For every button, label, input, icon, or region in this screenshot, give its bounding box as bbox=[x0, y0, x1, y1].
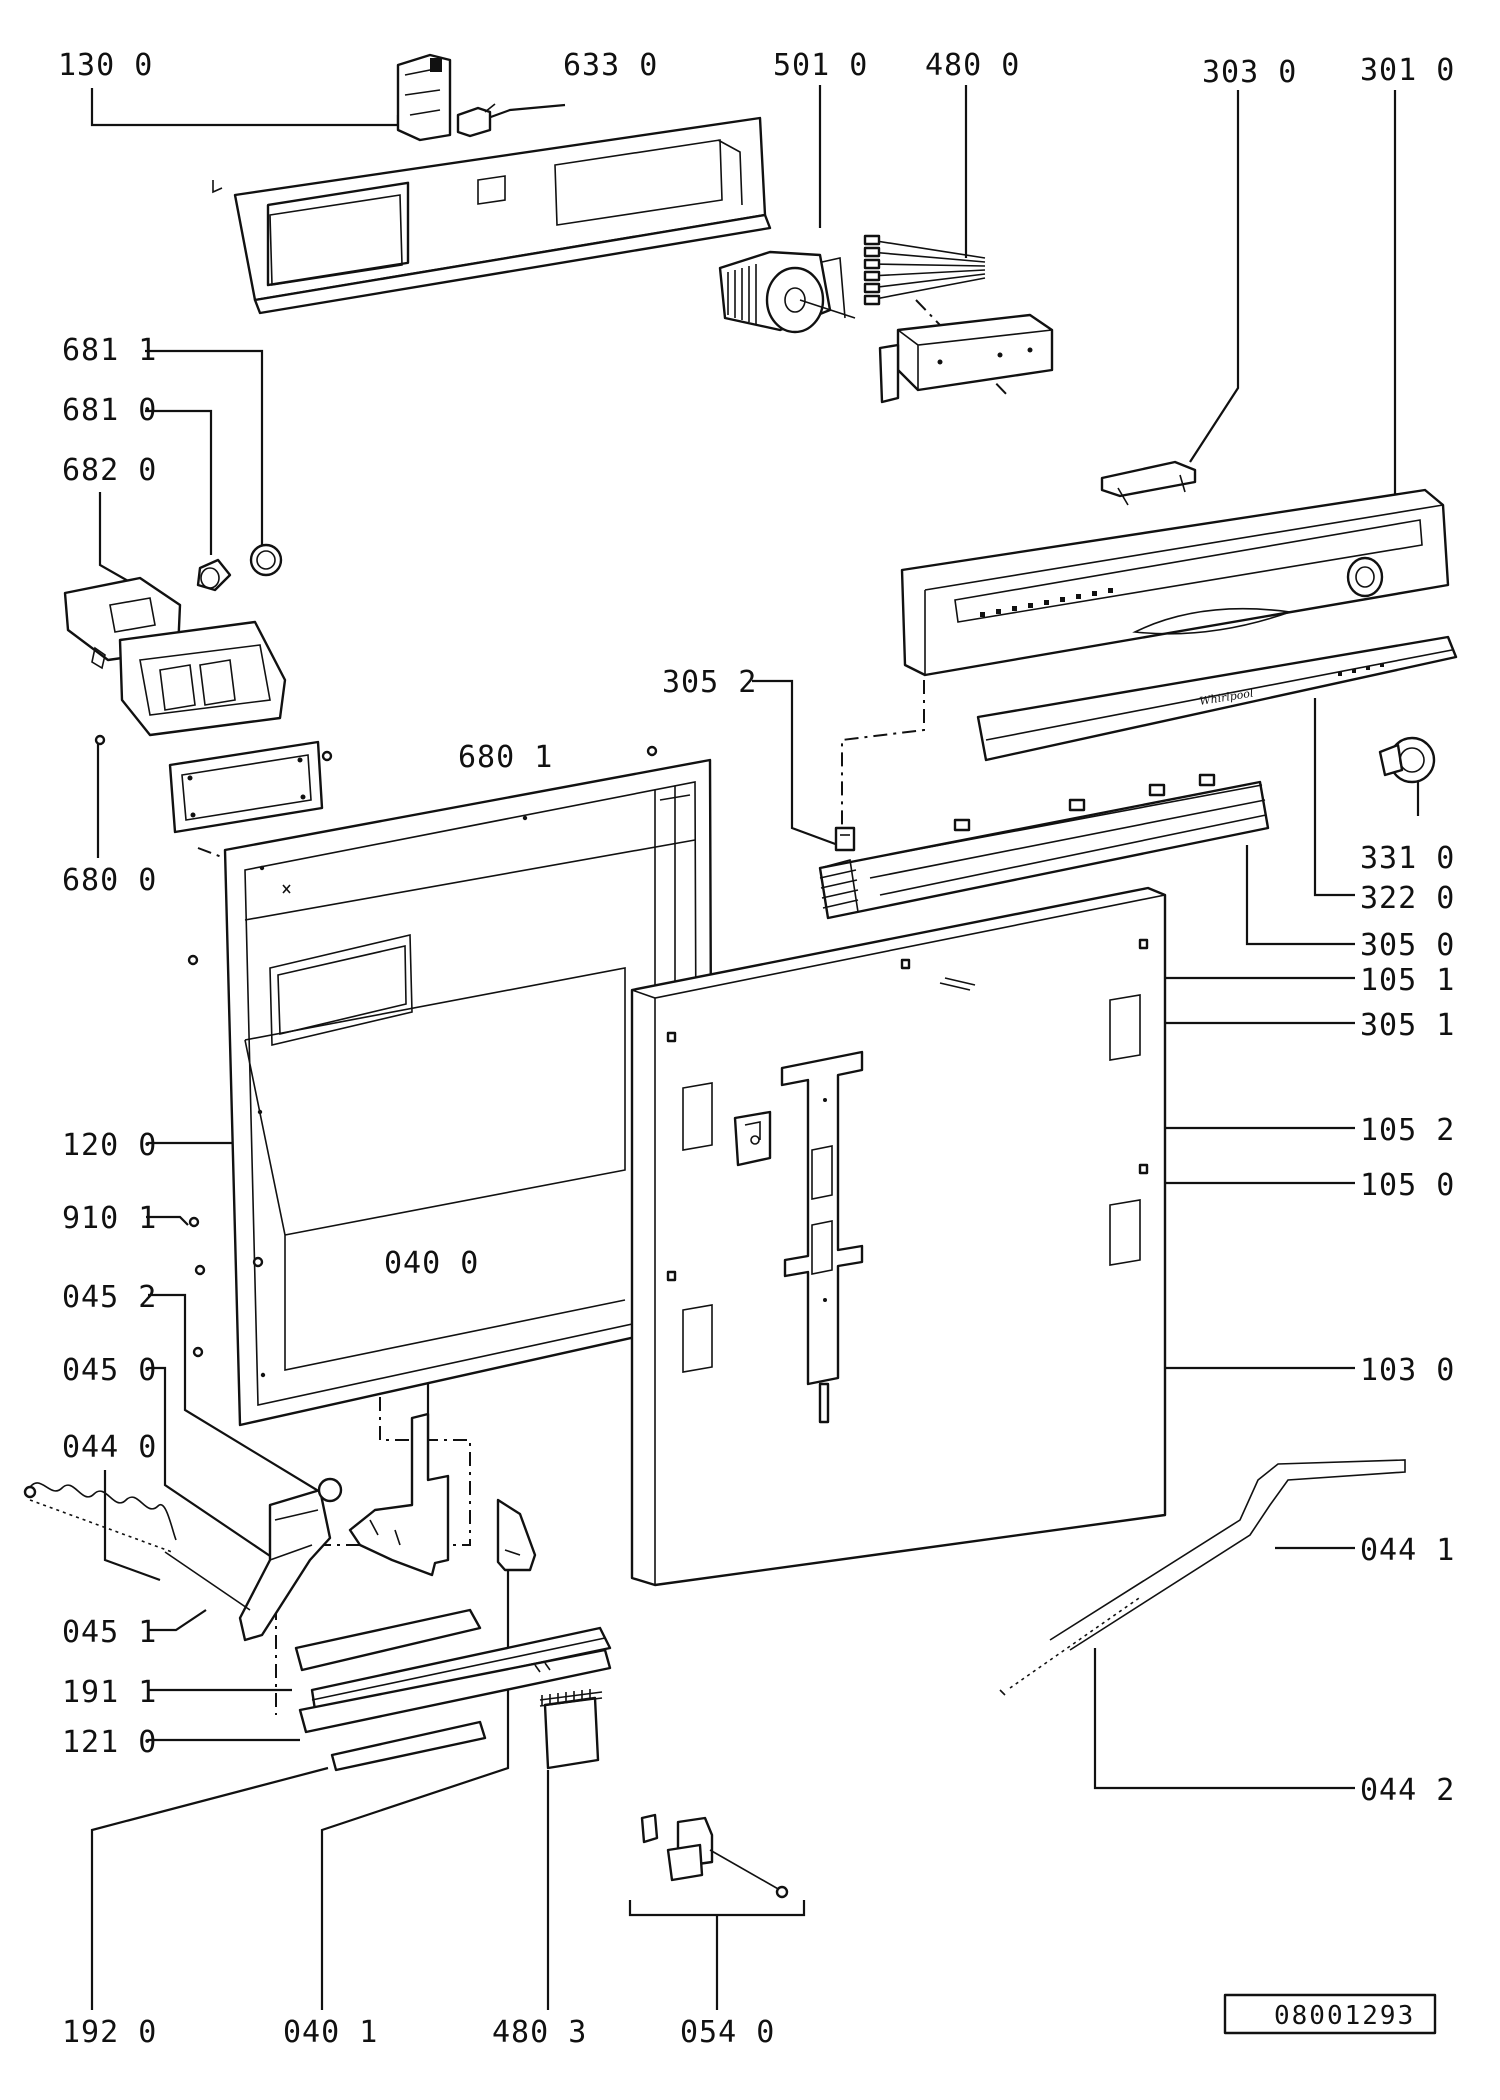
part-501-motor bbox=[718, 250, 856, 334]
label-105-2: 105 2 bbox=[1360, 1113, 1455, 1148]
part-054-kit bbox=[640, 1813, 789, 1899]
reference-number: 08001293 bbox=[1274, 2001, 1415, 2031]
part-bottom-rails bbox=[294, 1608, 612, 1772]
part-labels: 130 0 633 0 501 0 480 0 303 0 301 0 681 … bbox=[58, 48, 1455, 2050]
label-480-0: 480 0 bbox=[925, 48, 1020, 83]
label-105-1: 105 1 bbox=[1360, 963, 1455, 998]
part-331-knob bbox=[1378, 736, 1436, 784]
part-105-2-clip bbox=[733, 1110, 772, 1167]
part-633-switch bbox=[456, 103, 496, 138]
part-480-3-connector bbox=[539, 1689, 603, 1770]
part-044-right-rod-spring bbox=[999, 1459, 1406, 1696]
label-130-0: 130 0 bbox=[58, 48, 153, 83]
panel-indicator-dots bbox=[980, 588, 1113, 617]
label-305-0: 305 0 bbox=[1360, 928, 1455, 963]
part-305-handle-rail bbox=[818, 773, 1270, 1034]
part-910-screws bbox=[188, 1216, 264, 1358]
label-322-0: 322 0 bbox=[1360, 881, 1455, 916]
part-680-gasket bbox=[168, 740, 333, 834]
label-105-0: 105 0 bbox=[1360, 1168, 1455, 1203]
label-301-0: 301 0 bbox=[1360, 53, 1455, 88]
label-681-0: 681 0 bbox=[62, 393, 157, 428]
label-331-0: 331 0 bbox=[1360, 841, 1455, 876]
label-305-1: 305 1 bbox=[1360, 1008, 1455, 1043]
label-191-1: 191 1 bbox=[62, 1675, 157, 1710]
part-105-latch-plate bbox=[780, 1050, 864, 1424]
label-680-0: 680 0 bbox=[62, 863, 157, 898]
part-top-frame bbox=[212, 116, 772, 315]
label-682-0: 682 0 bbox=[62, 453, 157, 488]
label-044-0: 044 0 bbox=[62, 1430, 157, 1465]
part-301-control-panel bbox=[900, 488, 1450, 677]
label-054-0: 054 0 bbox=[680, 2015, 775, 2050]
label-045-0: 045 0 bbox=[62, 1353, 157, 1388]
label-040-0: 040 0 bbox=[384, 1246, 479, 1281]
reference-box: 08001293 bbox=[1223, 1993, 1437, 2035]
label-045-2: 045 2 bbox=[62, 1280, 157, 1315]
label-480-3: 480 3 bbox=[492, 2015, 587, 2050]
label-120-0: 120 0 bbox=[62, 1128, 157, 1163]
part-681-ring-cap bbox=[196, 543, 283, 592]
leader-lines bbox=[90, 85, 1420, 2010]
label-680-1: 680 1 bbox=[458, 740, 553, 775]
part-103-outer-door bbox=[630, 886, 1167, 1587]
label-305-2: 305 2 bbox=[662, 665, 757, 700]
label-045-1: 045 1 bbox=[62, 1615, 157, 1650]
part-044-spring-left bbox=[23, 1482, 251, 1611]
part-130-bracket bbox=[396, 53, 452, 142]
part-480-wiring bbox=[863, 234, 986, 306]
part-682-dispenser bbox=[63, 576, 287, 746]
label-044-2: 044 2 bbox=[1360, 1773, 1455, 1808]
part-045-hinge-arm bbox=[238, 1477, 343, 1642]
label-044-1: 044 1 bbox=[1360, 1533, 1455, 1568]
label-040-1: 040 1 bbox=[283, 2015, 378, 2050]
label-303-0: 303 0 bbox=[1202, 55, 1297, 90]
part-control-box bbox=[878, 313, 1054, 404]
label-681-1: 681 1 bbox=[62, 333, 157, 368]
label-910-1: 910 1 bbox=[62, 1201, 157, 1236]
part-322-trim-strip: Whirlpool bbox=[976, 635, 1458, 762]
label-501-0: 501 0 bbox=[773, 48, 868, 83]
label-192-0: 192 0 bbox=[62, 2015, 157, 2050]
part-040-1-plate bbox=[496, 1498, 537, 1572]
part-040-hinge-bracket bbox=[348, 1412, 450, 1577]
part-303-clip bbox=[1100, 460, 1197, 506]
label-103-0: 103 0 bbox=[1360, 1353, 1455, 1388]
label-121-0: 121 0 bbox=[62, 1725, 157, 1760]
label-633-0: 633 0 bbox=[563, 48, 658, 83]
